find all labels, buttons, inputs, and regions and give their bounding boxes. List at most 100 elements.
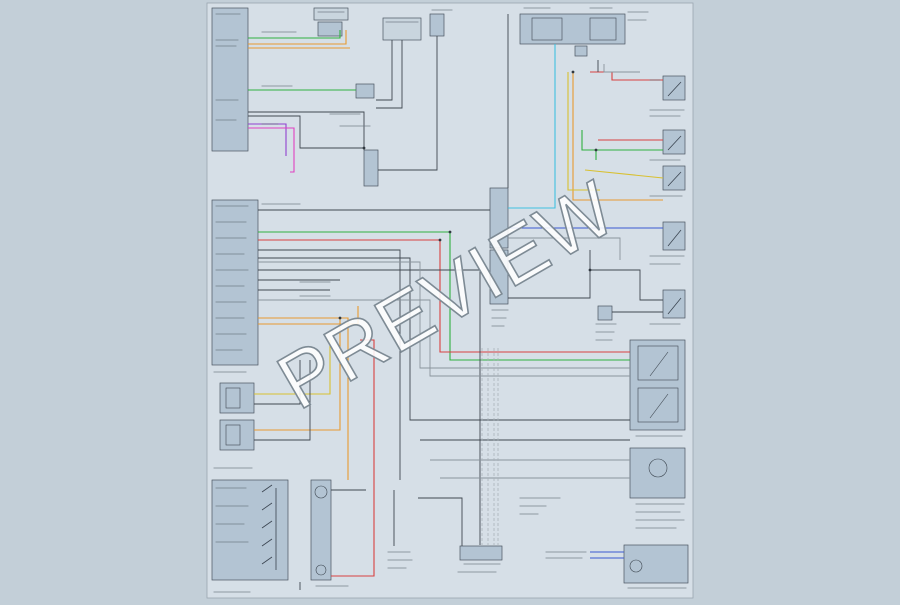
steering-switch-module	[211, 479, 289, 581]
splice-6	[338, 316, 342, 320]
wire-orange-3	[258, 317, 349, 480]
junction-block	[489, 187, 509, 249]
wire-purple-1	[248, 123, 287, 156]
wire-gray-4	[603, 64, 640, 73]
cruise-relay	[429, 13, 445, 37]
wire-dark-1	[248, 111, 365, 150]
wire-dark-23	[254, 360, 311, 441]
ph-8	[261, 31, 371, 297]
steer-switch-1	[261, 484, 273, 493]
wire-orange-6	[258, 306, 359, 325]
speed-sensor-connector	[317, 21, 343, 37]
skid-control-ecu	[382, 17, 422, 41]
ecu-connector-cell	[531, 17, 563, 41]
dashed-bundle	[481, 348, 499, 545]
wire-gray-2	[258, 299, 630, 377]
combination-meter	[629, 339, 686, 431]
ecm-module-top	[211, 7, 249, 152]
wire-dark-5	[378, 36, 438, 171]
wire-dark-18	[418, 497, 463, 546]
wire-green-4	[581, 130, 663, 151]
wires-yellow	[254, 72, 664, 395]
wires-dark	[248, 14, 663, 590]
meter-gauge-2-pointer	[649, 393, 669, 419]
steer-switch-5	[261, 556, 273, 565]
stop-switch-3-contact	[667, 171, 682, 187]
ph-10	[315, 551, 413, 587]
wires-gray	[258, 64, 640, 479]
label-placeholders	[213, 7, 687, 593]
fuse-block	[574, 45, 588, 57]
ph-5	[649, 79, 685, 325]
wire-red-4	[331, 339, 375, 577]
ph-6	[627, 435, 687, 589]
splice-3	[588, 268, 592, 272]
wire-dark-12	[508, 250, 591, 299]
switch-symbols	[261, 81, 682, 570]
module-blocks	[211, 7, 689, 584]
wire-gray-1	[258, 261, 630, 369]
accelerator-switch-contact	[667, 229, 682, 247]
speed-sensor-box	[313, 7, 349, 21]
ph-3	[213, 371, 253, 593]
stop-switch-2-contact	[667, 135, 682, 151]
ph-2	[215, 205, 249, 351]
wire-dark-3	[376, 40, 393, 101]
wire-dark-22	[254, 360, 301, 405]
splice-4	[571, 70, 575, 74]
wire-red-1	[258, 239, 630, 353]
steer-switch-4	[261, 538, 273, 547]
steer-switch-2	[261, 502, 273, 511]
wire-yellow-1	[567, 72, 600, 191]
wire-dark-9	[258, 269, 481, 545]
ph-1	[215, 13, 241, 121]
meter-gauge-2	[637, 387, 679, 423]
main-body-ecu	[519, 13, 626, 45]
junction-connector-3	[597, 305, 613, 321]
accelerator-switch	[662, 221, 686, 251]
neutral-switch-contact	[667, 297, 682, 315]
ecm-module-middle	[211, 199, 259, 366]
ph-7	[457, 497, 587, 573]
wire-green-3	[258, 231, 630, 361]
wire-dark-8	[258, 257, 630, 421]
splice-7	[594, 148, 598, 152]
cruise-control-motor	[629, 447, 686, 499]
wire-red-2	[590, 71, 663, 81]
wires-red	[258, 71, 663, 577]
ground-symbol	[629, 559, 643, 573]
sensor-block-1	[219, 382, 255, 414]
neutral-switch	[662, 289, 686, 319]
splice-2	[438, 238, 442, 242]
wire-green-1	[248, 30, 341, 39]
sensor-1-coil	[225, 387, 241, 409]
wire-dark-13	[590, 269, 663, 301]
steer-switch-3	[261, 520, 273, 529]
junction-connector-1	[355, 83, 375, 99]
connector-bottom	[459, 545, 503, 561]
wire-gray-3	[508, 237, 621, 260]
spiral-cable-symbol-2	[315, 564, 327, 576]
wire-yellow-3	[254, 340, 331, 395]
junction-block-lower	[489, 249, 509, 305]
ph-9	[491, 309, 617, 341]
spiral-cable	[310, 479, 332, 581]
wire-dark-4	[376, 40, 403, 109]
stop-switch-1-contact	[667, 81, 682, 97]
stop-switch-3	[662, 165, 686, 191]
wires-blue	[248, 44, 663, 559]
spiral-cable-symbol	[314, 485, 328, 499]
splice-1	[448, 230, 452, 234]
wire-dark-7	[258, 249, 401, 480]
splice-points	[338, 70, 598, 320]
sensor-block-2	[219, 419, 255, 451]
meter-gauge-1	[637, 345, 679, 381]
wire-orange-5	[572, 72, 663, 201]
wire-orange-1	[248, 30, 347, 45]
ecu-connector-cell-2	[589, 17, 617, 41]
ph-4	[317, 7, 649, 23]
wire-orange-4	[254, 318, 341, 431]
motor-symbol	[648, 458, 668, 478]
